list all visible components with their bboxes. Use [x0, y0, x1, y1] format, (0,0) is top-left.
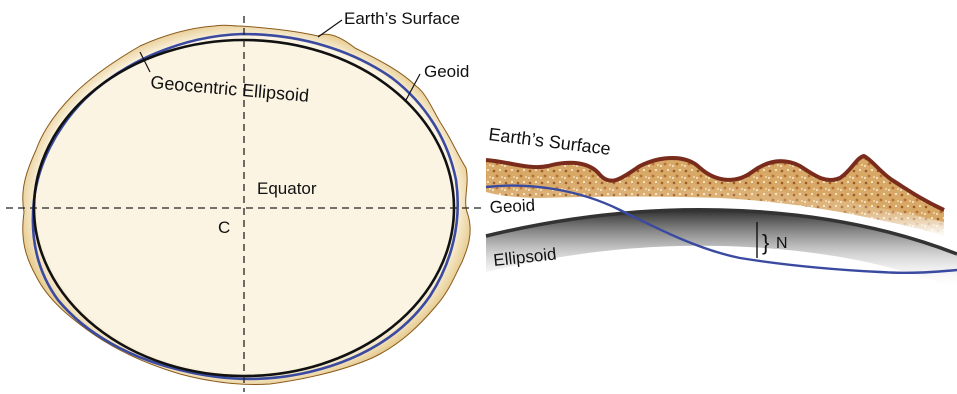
- earth-surface-label-right: Earth’s Surface: [488, 124, 612, 159]
- earth-surface-label: Earth’s Surface: [344, 9, 460, 28]
- separation-label: N: [776, 235, 788, 252]
- geoid-label-right: Geoid: [489, 196, 535, 217]
- equator-label: Equator: [257, 179, 317, 198]
- separation-brace: }: [762, 230, 769, 255]
- left-diagram: Earth’s Surface Geoid Geocentric Ellipso…: [6, 9, 486, 392]
- right-diagram: } N Earth’s Surface Geoid Ellipsoid: [486, 124, 957, 290]
- geoid-label: Geoid: [424, 62, 469, 81]
- center-label: C: [218, 218, 230, 237]
